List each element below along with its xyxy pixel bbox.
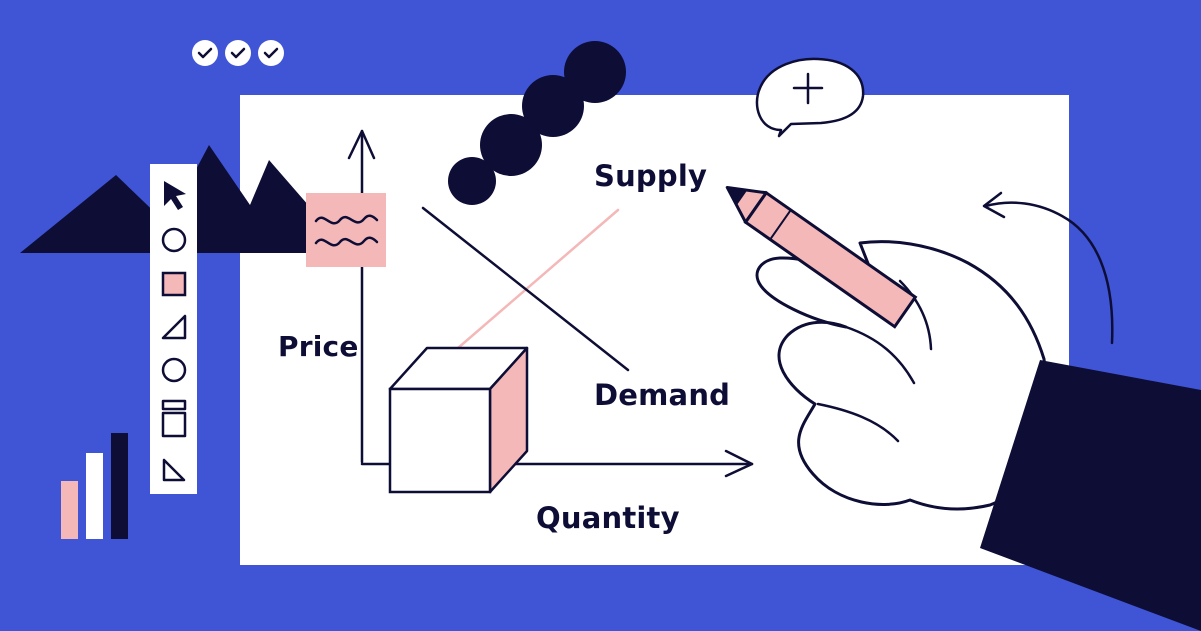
supply-line [456,208,620,350]
ink-blob [448,41,626,205]
supply-label: Supply [594,159,707,193]
check-icon [192,40,218,66]
quantity-label: Quantity [536,501,680,535]
check-icon [225,40,251,66]
price-axis-arrow [347,129,376,464]
chat-bubble [755,57,865,138]
toolbar-square-icon[interactable] [161,271,187,297]
toolbar-circle-icon[interactable] [161,227,187,253]
check-icon [258,40,284,66]
toolbar-circle-icon[interactable] [161,357,187,383]
toolbar-cursor-icon[interactable] [164,181,186,210]
sleeve [980,360,1201,631]
window-controls [192,40,284,66]
plus-icon [792,72,824,105]
return-arrow [984,201,1114,345]
toolbar-layout-icon[interactable] [161,399,187,438]
return-arrow-head [982,191,1006,219]
sticky-note [306,193,386,267]
pencil-icon [725,185,918,329]
hand-illustration [755,240,1050,511]
mountain-shape [20,145,309,253]
demand-label: Demand [594,378,730,412]
toolbar-right-triangle-icon[interactable] [162,458,186,482]
price-label: Price [278,330,359,363]
cube-illustration [388,346,529,494]
demand-line [421,206,630,372]
bar-chart-icon [61,433,128,539]
toolbar-triangle-icon[interactable] [161,314,187,340]
